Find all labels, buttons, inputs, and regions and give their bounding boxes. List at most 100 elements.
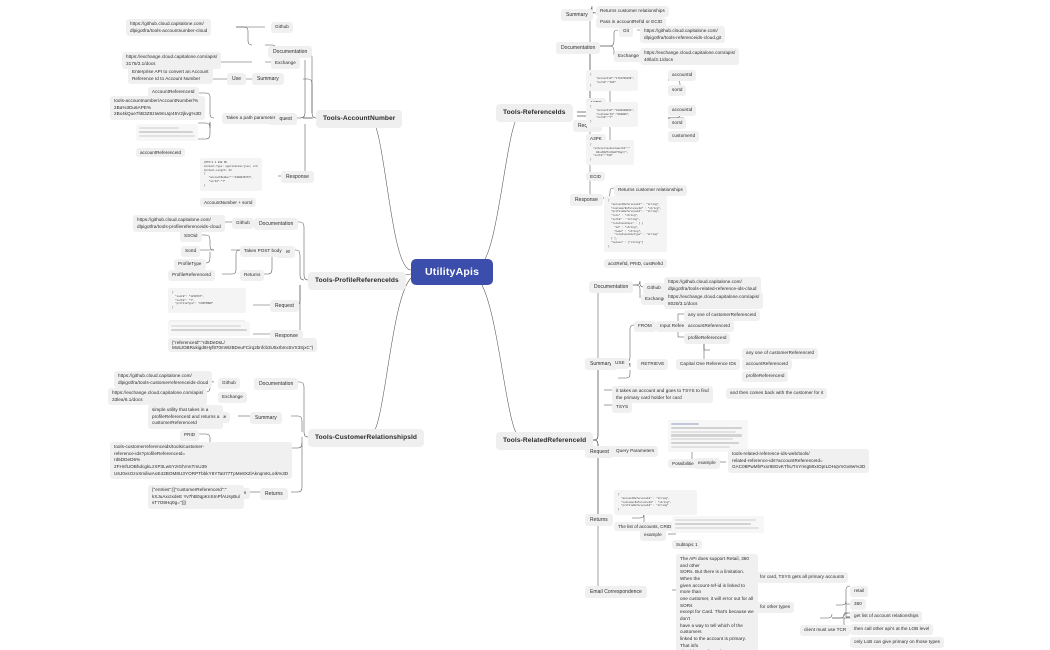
node-an-summary[interactable]: Summary (252, 73, 284, 86)
node-ri-summary[interactable]: Summary (561, 9, 593, 22)
ri-a2pk-snippet: { "accountId":"1731706299", "sorId":"185… (586, 70, 639, 92)
node-rr-possibilities[interactable]: Possibilities (668, 420, 748, 470)
node-an-exchange[interactable]: Exchange (271, 58, 300, 69)
node-ri-a2pk-sorid[interactable]: sorId (668, 85, 687, 96)
node-cr-summary[interactable]: Summary (250, 412, 282, 425)
node-cr-github-url[interactable]: https://github.cloud.capitalone.com/ dlp… (114, 371, 213, 389)
node-ri-a2pk-accountid[interactable]: accountId (668, 70, 697, 81)
node-an-use[interactable]: Use (227, 73, 247, 86)
node-an-path-param[interactable]: Takes a path parameter (222, 113, 280, 124)
node-rr-tsys[interactable]: TSYS (612, 402, 633, 413)
node-an-github-url[interactable]: https://github.cloud.capitalone.com/ dlp… (126, 19, 212, 37)
node-rr-subtopic[interactable]: Subtopic 1 (672, 516, 764, 551)
rr-possibilities-image (668, 420, 748, 453)
node-rr-email-text[interactable]: The API does support Retail, 360 and oth… (676, 554, 758, 650)
node-rr-client-tcr[interactable]: client must use TCR (800, 625, 851, 636)
node-rr-use[interactable]: USE (611, 358, 629, 369)
node-rr-github[interactable]: Github (643, 283, 665, 294)
node-an-response-code[interactable]: HTTP/1.1 200 OK Content-Type: applicatio… (200, 158, 262, 209)
node-cr-returns[interactable]: Returns (260, 488, 288, 501)
node-rr-tcr-item-2[interactable]: only LoB can give primary on those types (850, 637, 945, 648)
node-ri-documentation[interactable]: Documentation (556, 42, 601, 55)
node-pr-sorid[interactable]: SorId (181, 246, 201, 257)
node-ri-response[interactable]: Response (570, 194, 603, 207)
node-rr-from[interactable]: FROM (634, 321, 656, 332)
node-rr-for-other-types[interactable]: for other types (756, 602, 795, 613)
node-an-documentation[interactable]: Documentation (268, 46, 313, 59)
node-ri-ecid[interactable]: { "enterpriseCustomerId":" 0ZoxR4ZTnJ9m2… (586, 140, 634, 183)
node-rr-documentation[interactable]: Documentation (589, 281, 634, 294)
node-cr-path-value[interactable]: tools-customerreferenceids/tools/custome… (110, 442, 293, 480)
root-node[interactable]: UtilityApis (411, 259, 494, 285)
branch-tools-profilereferenceids[interactable]: Tools-ProfileReferenceIds (308, 272, 406, 290)
node-rr-input-item-0[interactable]: any one of customerReferenceId (684, 310, 761, 321)
node-cr-exchange-url[interactable]: https://exchange.cloud.capitalone.com/ap… (108, 388, 208, 406)
branch-tools-relatedreferenceid[interactable]: Tools-RelatedReferenceId (496, 432, 594, 450)
branch-tools-customerrelationshipsid[interactable]: Tools-CustomerRelationshipsId (308, 429, 425, 447)
node-rr-retrieve[interactable]: RETRIEVE (637, 359, 669, 370)
node-rr-tsys-result[interactable]: and then comes back with the customer fo… (726, 388, 828, 399)
node-rr-input-item-2[interactable]: profileReferenceId (684, 333, 731, 344)
branch-tools-accountnumber[interactable]: Tools-AccountNumber (316, 110, 403, 128)
node-rr-retrieve-item-1[interactable]: accountReferenceId (742, 359, 793, 370)
node-pr-profiletype[interactable]: ProfileType (174, 259, 206, 270)
node-an-response[interactable]: Response (281, 171, 314, 184)
node-ri-response-code[interactable]: { "accountReferenceId" : "string", "cust… (604, 196, 667, 270)
node-rr-input-item-1[interactable]: accountReferenceId (684, 321, 735, 332)
node-rr-returns[interactable]: Returns (585, 514, 613, 527)
node-rr-c1-ref-ids[interactable]: Capital One Reference IDs (676, 359, 741, 370)
node-rr-retrieve-item-0[interactable]: any one of customerReferenceId (742, 348, 819, 359)
node-rr-tcr-item-1[interactable]: then call other api's at the LOB level (850, 624, 934, 635)
node-rr-exchange-url[interactable]: https://exchange.cloud.capitalone.com/ap… (664, 292, 764, 310)
node-cr-exchange[interactable]: Exchange (218, 392, 247, 403)
node-pr-response-code[interactable]: {"referenceId":"rd5DeDsL/ Mx5JOBRukigd6H… (168, 322, 318, 354)
node-an-account-ref[interactable]: AccountReferenceId (148, 87, 199, 98)
node-ri-response-note[interactable]: Returns customer relationships (614, 185, 687, 196)
node-pr-returns[interactable]: Returns (240, 270, 265, 281)
node-rr-other-item-0[interactable]: retail (850, 586, 869, 597)
node-rr-other-item-1[interactable]: 360 (850, 599, 866, 610)
node-rr-retrieve-item-2[interactable]: profileReferenceId (742, 371, 789, 382)
node-pr-github-url[interactable]: https://github.cloud.capitalone.com/ dlp… (133, 215, 225, 233)
node-rr-example-label[interactable]: example (694, 458, 720, 469)
node-pr-request[interactable]: Request (270, 300, 299, 313)
node-cr-summary-text[interactable]: simple utility that takes in a profileRe… (148, 405, 224, 429)
node-pr-documentation[interactable]: Documentation (254, 218, 299, 231)
node-ri-a3pk-accountid[interactable]: accountId (668, 105, 697, 116)
branch-tools-referenceids[interactable]: Tools-ReferenceIds (496, 104, 573, 122)
node-pr-github[interactable]: Github (232, 218, 254, 229)
node-cr-documentation[interactable]: Documentation (254, 378, 299, 391)
node-rr-request[interactable]: Request (585, 446, 614, 459)
node-ri-exchange-url[interactable]: https://exchange.cloud.capitalone.com/ap… (640, 48, 740, 66)
node-pr-post-body[interactable]: Takes POST body (240, 246, 286, 257)
node-ri-git-url[interactable]: https://github.cloud.capitalone.com/ dlp… (640, 26, 726, 44)
node-cr-prid[interactable]: PRID (180, 430, 200, 441)
node-pr-ssoid[interactable]: SSOid (180, 231, 202, 242)
node-rr-tcr-item-0[interactable]: get list of account relationships (850, 611, 923, 622)
node-rr-for-card[interactable]: for card, TSYS gets all primary accounts (756, 572, 849, 583)
node-ri-a3pk[interactable]: { "accountId":"1888100001", "customerId"… (586, 102, 639, 145)
node-rr-email-correspondence[interactable]: Email Correspondence (585, 586, 647, 599)
node-an-path-value[interactable]: tools-accountnumber/AccountNumber/% 2Ba%… (110, 96, 206, 120)
node-rr-returns-example-label[interactable]: example (640, 530, 666, 541)
node-rr-tsys-text[interactable]: it takes an account and goes to TSYS to … (612, 386, 713, 404)
rr-returns-snippet: { "accountReferenceId" : "string", "cust… (614, 490, 697, 516)
node-rr-github-url[interactable]: https://github.cloud.capitalone.com/ dlp… (664, 277, 761, 295)
node-ri-a3pk-customerid[interactable]: customerId (668, 131, 700, 142)
node-an-exchange-url[interactable]: https://exchange.cloud.capitalone.com/ap… (122, 52, 222, 70)
node-an-summary-text[interactable]: Enterprise API to convert an Account Ref… (128, 67, 213, 85)
node-an-request-screenshot[interactable]: accountReferenceId (136, 124, 198, 159)
node-pr-profile-ref-id[interactable]: ProfileReferenceId (168, 270, 215, 281)
node-rr-summary[interactable]: Summary (585, 358, 617, 371)
node-ri-summary-item-1[interactable]: Pass in accountRefId or ECID (596, 17, 667, 28)
node-cr-github[interactable]: Github (218, 378, 240, 389)
node-rr-query-parameters[interactable]: Query Parameters (612, 446, 659, 457)
node-ri-exchange[interactable]: Exchange (614, 51, 643, 62)
node-ri-a3pk-sorid[interactable]: sorId (668, 118, 687, 129)
node-ri-git[interactable]: Git (619, 26, 634, 37)
node-rr-example-url[interactable]: tools-related-reference-ids-web/tools/ r… (728, 449, 870, 473)
node-cr-return-value[interactable]: {"entries":[{"customerReferenceId":" kXJ… (148, 485, 245, 509)
node-ri-summary-item-0[interactable]: Returns customer relationships (596, 6, 669, 17)
node-an-github[interactable]: Github (271, 22, 293, 33)
node-rr-exchange[interactable]: Exchange (641, 294, 670, 305)
